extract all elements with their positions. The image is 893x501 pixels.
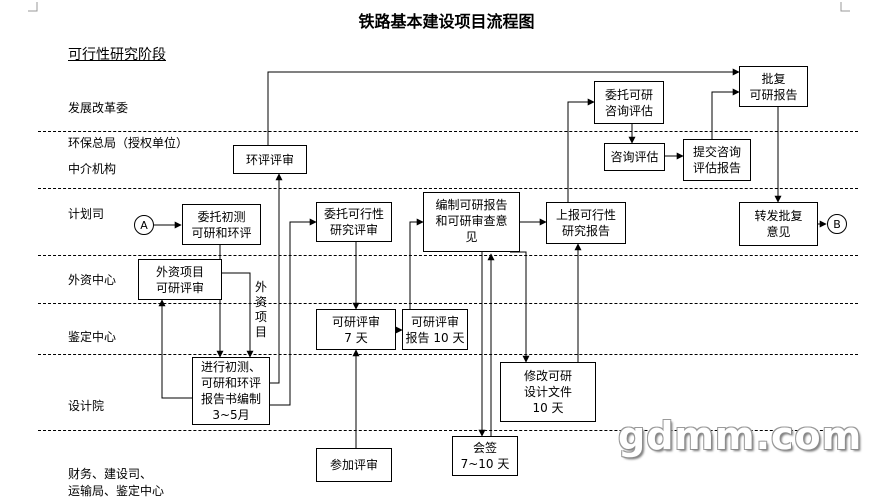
crop-mark-right: [840, 2, 850, 12]
box-foreign-review: 外资项目 可研评审: [138, 259, 222, 300]
lane-label-foreign: 外资中心: [68, 273, 117, 287]
lane-label-agency: 中介机构: [68, 162, 117, 176]
lane-label-design: 设计院: [68, 399, 105, 413]
box-submit-consult: 提交咨询 评估报告: [683, 139, 751, 181]
lane-label-epa: 环保总局（授权单位）: [68, 136, 189, 150]
box-entrust-feasibility: 委托可行性 研究评审: [316, 202, 392, 242]
box-join-review: 参加评审: [316, 448, 392, 482]
box-approve: 批复 可研报告: [739, 66, 808, 107]
lane-label-planning: 计划司: [68, 207, 105, 221]
lane-divider: [38, 255, 858, 256]
connector-a: A: [134, 215, 154, 235]
box-feasibility-report: 可研评审 报告 10 天: [402, 309, 468, 350]
box-consult-eval: 咨询评估: [604, 143, 665, 171]
stage-label: 可行性研究阶段: [68, 47, 166, 63]
lane-divider: [38, 131, 858, 132]
box-modify-design: 修改可研 设计文件 10 天: [500, 362, 596, 422]
connector-b: B: [827, 214, 847, 234]
box-countersign: 会签 7~10 天: [452, 436, 518, 476]
foreign-project-note: 外资项目: [254, 280, 267, 339]
lane-divider: [38, 430, 858, 431]
box-entrust-consult: 委托可研 咨询评估: [594, 81, 664, 124]
diagram-title: 铁路基本建设项目流程图: [358, 12, 535, 31]
box-eia-review: 环评评审: [233, 145, 307, 174]
lane-label-finance: 财务、建设司、: [68, 467, 153, 481]
box-forward-opinion: 转发批复 意见: [739, 202, 818, 246]
lane-divider: [38, 188, 858, 189]
box-compile-opinion: 编制可研报告 和可研审查意 见: [423, 192, 520, 252]
box-feasibility-review: 可研评审 7 天: [316, 309, 396, 350]
lane-divider: [38, 303, 858, 304]
lane-label-ndrc: 发展改革委: [68, 101, 129, 115]
box-entrust-prelim: 委托初测 可研和环评: [182, 204, 261, 245]
crop-mark-left: [28, 2, 38, 12]
box-prelim-survey: 进行初测、 可研和环评 报告书编制 3~5月: [192, 357, 270, 425]
lane-divider: [38, 354, 858, 355]
watermark: gdmm.com: [618, 414, 863, 458]
lane-label-transport: 运输局、鉴定中心: [68, 484, 165, 498]
box-submit-feasibility: 上报可行性 研究报告: [546, 202, 626, 244]
lane-label-appraisal: 鉴定中心: [68, 330, 117, 344]
